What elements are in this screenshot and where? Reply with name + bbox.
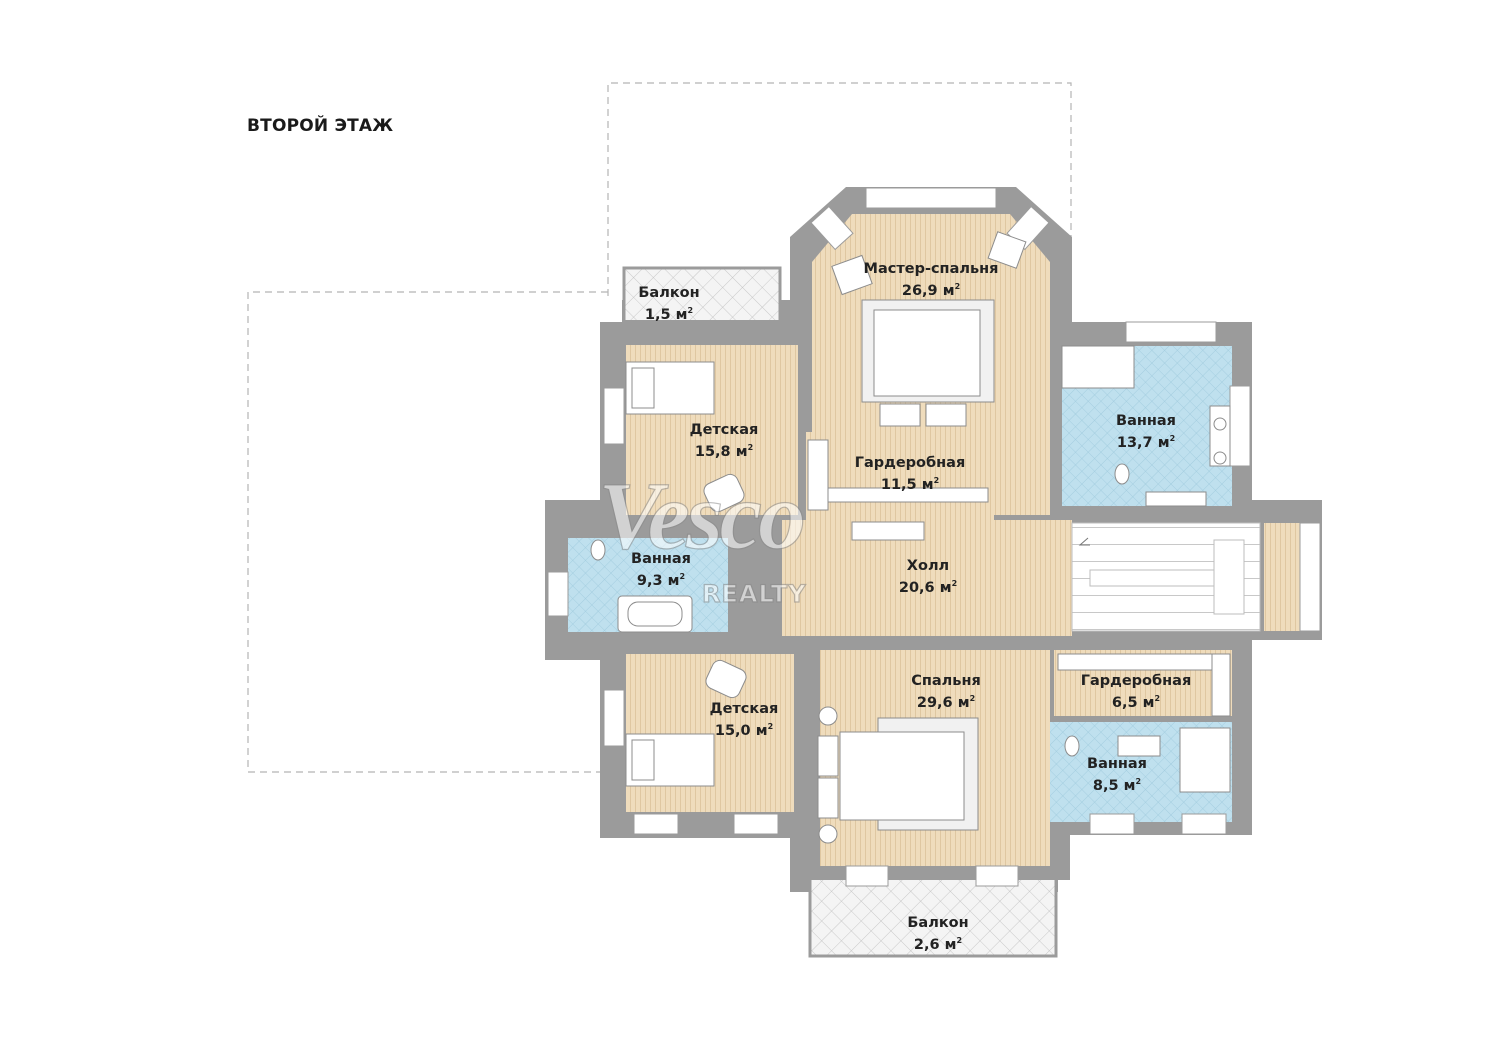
room-area: 2,6 м2 [913, 936, 963, 953]
room-label-bathroom-left: Ванная 9,3 м2 [631, 550, 691, 590]
room-floors [568, 214, 1300, 956]
room-area: 29,6 м2 [916, 694, 976, 711]
room-area: 1,5 м2 [644, 306, 694, 323]
room-area: 8,5 м2 [1092, 777, 1142, 794]
staircase [1071, 522, 1261, 632]
room-name: Гардеробная [854, 455, 966, 471]
room-label-balcony-bottom: Балкон 2,6 м2 [907, 914, 968, 954]
floor-hall [782, 520, 1072, 636]
room-label-bathroom-right: Ванная 13,7 м2 [1116, 412, 1176, 452]
floor-stair-landing [1264, 523, 1300, 631]
room-label-bathroom-small: Ванная 8,5 м2 [1087, 755, 1147, 795]
floor-balcony-top [624, 268, 780, 320]
room-area: 11,5 м2 [880, 476, 940, 493]
room-label-hall: Холл 20,6 м2 [899, 557, 957, 597]
room-area: 13,7 м2 [1116, 434, 1176, 451]
room-name: Балкон [638, 285, 700, 301]
furniture [590, 231, 1231, 844]
room-name: Спальня [911, 673, 981, 689]
room-area: 6,5 м2 [1111, 694, 1161, 711]
dashed-outline [247, 82, 1072, 773]
room-name: Мастер-спальня [863, 261, 999, 277]
room-name: Детская [709, 701, 779, 717]
room-area: 20,6 м2 [898, 579, 958, 596]
room-name: Балкон [907, 915, 969, 931]
balcony-railings [622, 266, 1058, 958]
room-area: 15,8 м2 [694, 443, 754, 460]
room-label-kids-room-top: Детская 15,8 м2 [690, 421, 759, 461]
room-name: Ванная [631, 551, 691, 567]
windows [547, 187, 1321, 887]
room-label-balcony-top: Балкон 1,5 м2 [638, 284, 699, 324]
room-name: Ванная [1116, 413, 1176, 429]
room-area: 9,3 м2 [636, 572, 686, 589]
room-label-wardrobe-center: Гардеробная 11,5 м2 [855, 454, 966, 494]
room-name: Холл [906, 558, 950, 574]
room-label-kids-room-bottom: Детская 15,0 м2 [710, 700, 779, 740]
floor-title: ВТОРОЙ ЭТАЖ [247, 116, 394, 136]
floor-balcony-bottom [810, 880, 1056, 956]
room-label-master-bedroom: Мастер-спальня 26,9 м2 [864, 260, 999, 300]
room-area: 26,9 м2 [901, 282, 961, 299]
room-name: Ванная [1087, 756, 1147, 772]
room-name: Гардеробная [1080, 673, 1192, 689]
floor-wardrobe-center [806, 432, 994, 520]
room-label-wardrobe-small: Гардеробная 6,5 м2 [1081, 672, 1192, 712]
room-label-bedroom: Спальня 29,6 м2 [911, 672, 981, 712]
room-area: 15,0 м2 [714, 722, 774, 739]
room-name: Детская [689, 422, 759, 438]
